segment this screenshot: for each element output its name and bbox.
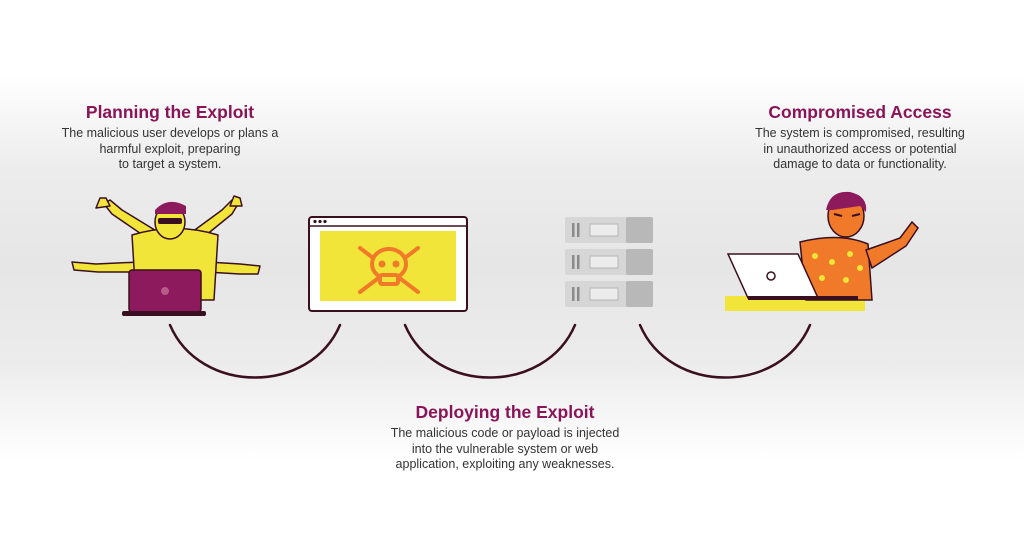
step-deploying: Deploying the Exploit The malicious code…	[330, 402, 680, 473]
connector-3	[638, 323, 812, 379]
step-planning: Planning the Exploit The malicious user …	[20, 102, 320, 173]
server-stack-icon	[565, 217, 653, 307]
step-deploying-desc-line: into the vulnerable system or web	[411, 441, 599, 456]
browser-window-icon	[308, 216, 468, 312]
skull-icon	[358, 246, 420, 294]
step-planning-desc-line: harmful exploit, preparing	[99, 141, 241, 156]
step-compromised: Compromised Access The system is comprom…	[700, 102, 1020, 173]
step-deploying-description: The malicious code or payload is injecte…	[330, 426, 680, 473]
step-planning-desc-line: to target a system.	[118, 157, 222, 171]
frustrated-user-illustration	[725, 191, 919, 311]
connector-2	[403, 323, 577, 379]
step-compromised-description: The system is compromised, resulting in …	[700, 126, 1020, 173]
connectors	[168, 323, 812, 379]
connector-1	[168, 323, 342, 379]
step-planning-desc-line: The malicious user develops or plans a	[61, 126, 279, 140]
step-compromised-title: Compromised Access	[768, 102, 952, 122]
step-deploying-desc-line: application, exploiting any weaknesses.	[395, 457, 615, 471]
step-deploying-title: Deploying the Exploit	[415, 402, 595, 422]
step-compromised-desc-line: damage to data or functionality.	[773, 157, 947, 171]
hacker-illustration	[71, 195, 261, 316]
step-compromised-desc-line: The system is compromised, resulting	[755, 126, 965, 140]
step-planning-title: Planning the Exploit	[85, 102, 255, 122]
step-compromised-desc-line: in unauthorized access or potential	[763, 141, 957, 156]
step-planning-description: The malicious user develops or plans a h…	[20, 126, 320, 173]
step-deploying-desc-line: The malicious code or payload is injecte…	[390, 426, 620, 440]
